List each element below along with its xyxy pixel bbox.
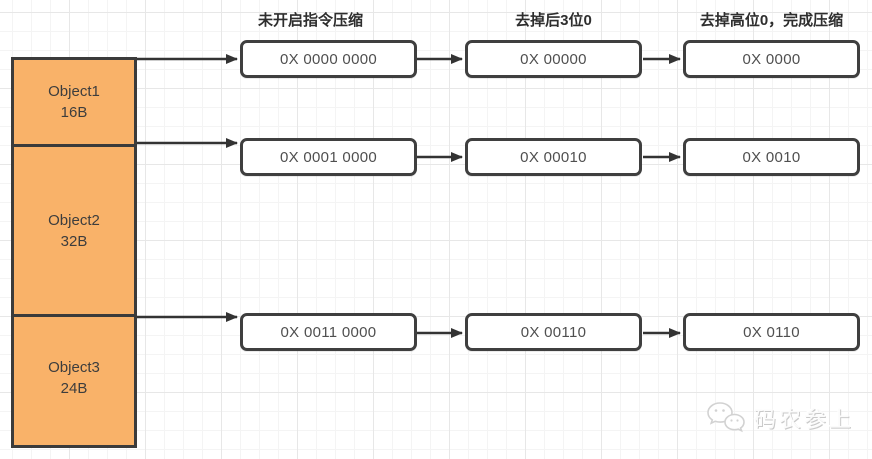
- object-name: Object2: [48, 211, 100, 229]
- address-box: 0X 00010: [465, 138, 642, 176]
- object-size: 24B: [60, 380, 88, 397]
- object-size: 32B: [60, 232, 88, 250]
- object-size: 16B: [60, 104, 88, 121]
- address-box: 0X 0110: [683, 313, 860, 351]
- column-header-strip-high-zeros: 去掉高位0，完成压缩: [699, 12, 844, 29]
- object-name: Object3: [48, 359, 100, 376]
- address-box: 0X 0000 0000: [240, 40, 417, 78]
- address-box: 0X 0010: [683, 138, 860, 176]
- address-box: 0X 00000: [465, 40, 642, 78]
- address-box: 0X 0001 0000: [240, 138, 417, 176]
- object-name: Object1: [48, 83, 100, 100]
- address-box: 0X 0011 0000: [240, 313, 417, 351]
- address-box: 0X 00110: [465, 313, 642, 351]
- wechat-icon: [707, 402, 745, 433]
- memory-object-1: Object1 16B: [14, 60, 134, 144]
- column-header-strip-low-zeros: 去掉后3位0: [515, 12, 592, 29]
- memory-object-3: Object3 24B: [14, 314, 134, 439]
- address-box: 0X 0000: [683, 40, 860, 78]
- watermark-text: 码农参上: [754, 407, 855, 432]
- watermark: 码农参上: [706, 400, 854, 436]
- memory-object-2: Object2 32B: [14, 144, 134, 314]
- column-header-uncompressed: 未开启指令压缩: [257, 12, 363, 29]
- memory-stack: Object1 16B Object2 32B Object3 24B: [11, 57, 137, 448]
